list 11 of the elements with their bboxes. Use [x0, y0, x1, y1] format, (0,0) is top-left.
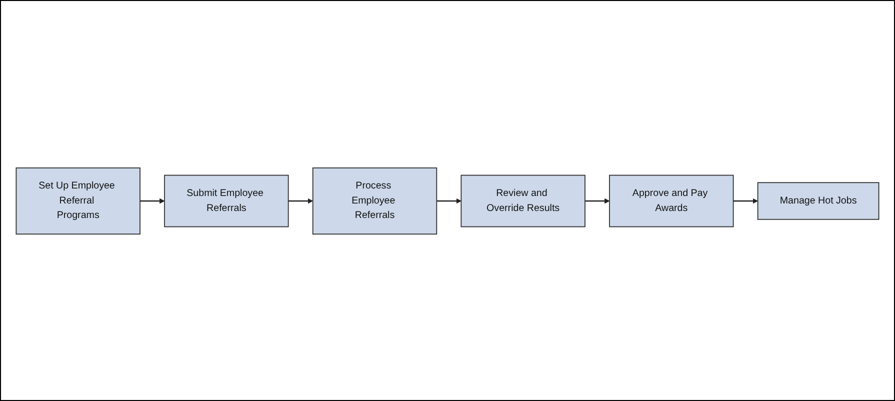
arrow	[733, 198, 758, 204]
node-box: Submit Employee Referrals	[164, 174, 289, 227]
arrow	[436, 198, 462, 204]
arrow	[584, 198, 610, 204]
node-box: Set Up Employee Referral Programs	[16, 166, 140, 234]
node-box: Approve and Pay Awards	[609, 174, 734, 227]
node-box: Review and Override Results	[460, 174, 586, 227]
node-box: Process Employee Referrals	[312, 166, 438, 234]
node-box: Manage Hot Jobs	[757, 182, 880, 220]
arrow	[288, 198, 314, 204]
arrow	[140, 198, 165, 204]
